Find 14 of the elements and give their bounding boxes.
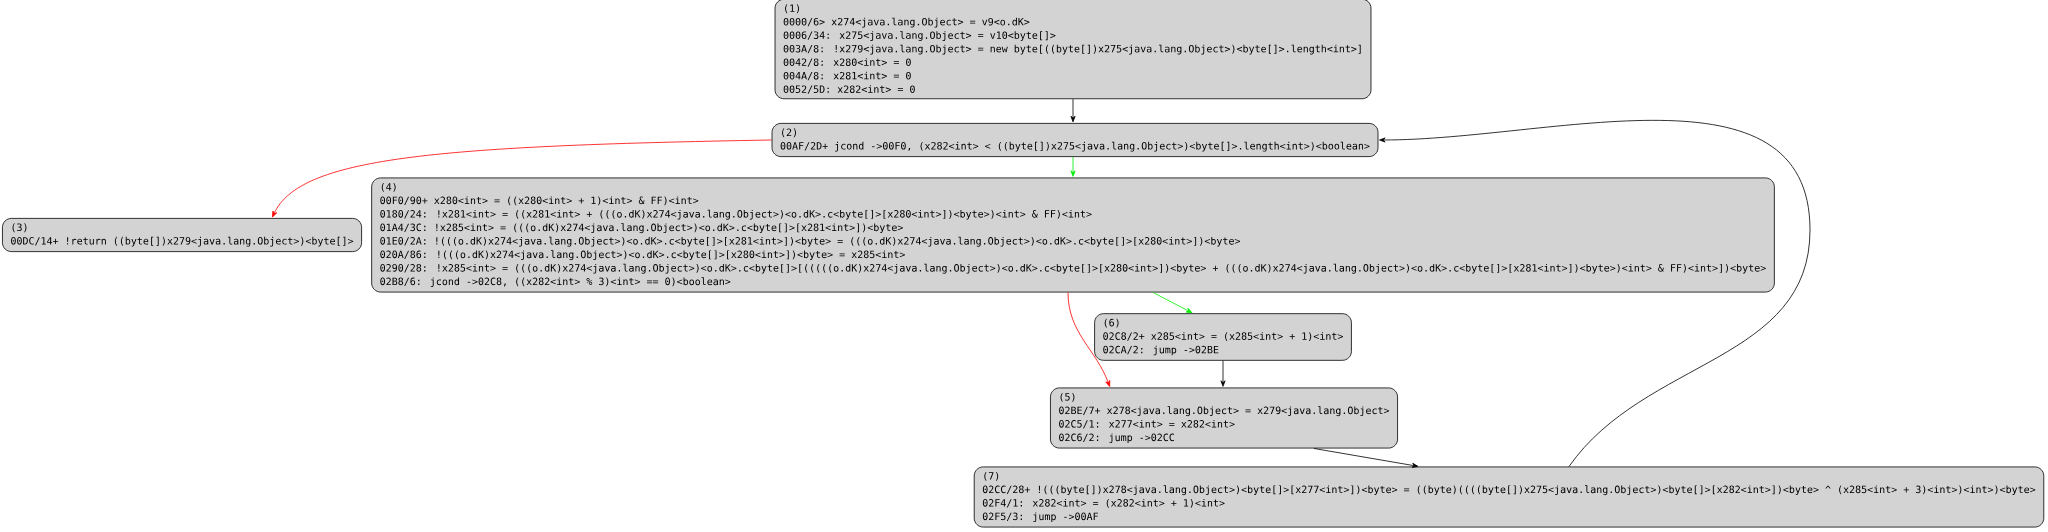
code-block-box: (4) 00F0/90+ x280<int> = ((x280<int> + 1)<int> & FF)<int> 0180/24: !x281<int> = ((x281<int> + (((o.dK)x274<java.lang.Object>)<o.dK>.c<byte[]>[x280<int>])<byte>)<int> & FF)<int> 01A4/3C: !x285<int> = (((o.dK)x274<java.lang.Object>)<o.dK>.c<byte[]>[x281<int>])<byte> 01E0/2A: !(((o.dK)x274<java.lang.Object>)<o.dK>.c<byte[]>[x281<int>])<byte> = (((o.dK)x274<java.lang.Object>)<o.dK>.c<byte[]>[x280<int>])<byte> 020A/86: !(((o.dK)x274<java.lang.Object>)<o.dK>.c<byte[]>[x280<int>])<byte> = x285<int> 0290/28: !x285<int> = (((o.dK)x274<java.lang.Object>)<o.dK>.c<byte[]>[(((((o.dK)x274<java.lang.Object>)<o.dK>.c<byte[]>[x280<int>])<byte> + (((o.dK)x274<java.lang.Object>)<o.dK>.c<byte[]>[x281<int>])<byte>)<int> & FF)<int>])<byte> 02B8/6: jcond ->02C8, ((x282<int> % 3)<int> == 0)<boolean> bbox=[371, 177, 1775, 293]
arrow bbox=[1379, 119, 1811, 467]
arrow bbox=[1070, 156, 1076, 177]
code-block-box: (6) 02C8/2+ x285<int> = (x285<int> + 1)<int> 02CA/2: jump ->02BE bbox=[1094, 313, 1352, 361]
code-block-box: (3) 00DC/14+ !return ((byte[])x279<java.lang.Object>)<byte[]> bbox=[2, 218, 362, 252]
arrow bbox=[1220, 360, 1226, 387]
code-block-box: (7) 02CC/28+ !(((byte[])x278<java.lang.Object>)<byte[]>[x277<int>])<byte> = ((byte)((((byte[])x275<java.lang.Object>)<byte[]>[x282<int>])<byte> ^ (x285<int> + 3)<int>)<int>)<byte> 02F4/1: x282<int> = (x282<int> + 1)<int> 02F5/3: jump ->00AF bbox=[973, 466, 2045, 528]
arrow bbox=[1070, 98, 1076, 123]
arrow bbox=[272, 139, 772, 218]
code-block-box: (5) 02BE/7+ x278<java.lang.Object> = x279<java.lang.Object> 02C5/1: x277<int> = x282<int> 02C6/2: jump ->02CC bbox=[1050, 387, 1398, 449]
code-block-box: (2) 00AF/2D+ jcond ->00F0, (x282<int> < ((byte[])x275<java.lang.Object>)<byte[]>.length<int>)<boolean> bbox=[771, 122, 1379, 157]
code-block-box: (1) 0000/6> x274<java.lang.Object> = v9<o.dK> 0006/34: x275<java.lang.Object> = v10<byte[]> 003A/8: !x279<java.lang.Object> = new byte[((byte[])x275<java.lang.Object>)<byte[]>.length<int>] 0042/8: x280<int> = 0 004A/8: x281<int> = 0 0052/5D: x282<int> = 0 bbox=[774, 0, 1372, 100]
arrow bbox=[1152, 292, 1193, 314]
arrow bbox=[1067, 292, 1111, 387]
